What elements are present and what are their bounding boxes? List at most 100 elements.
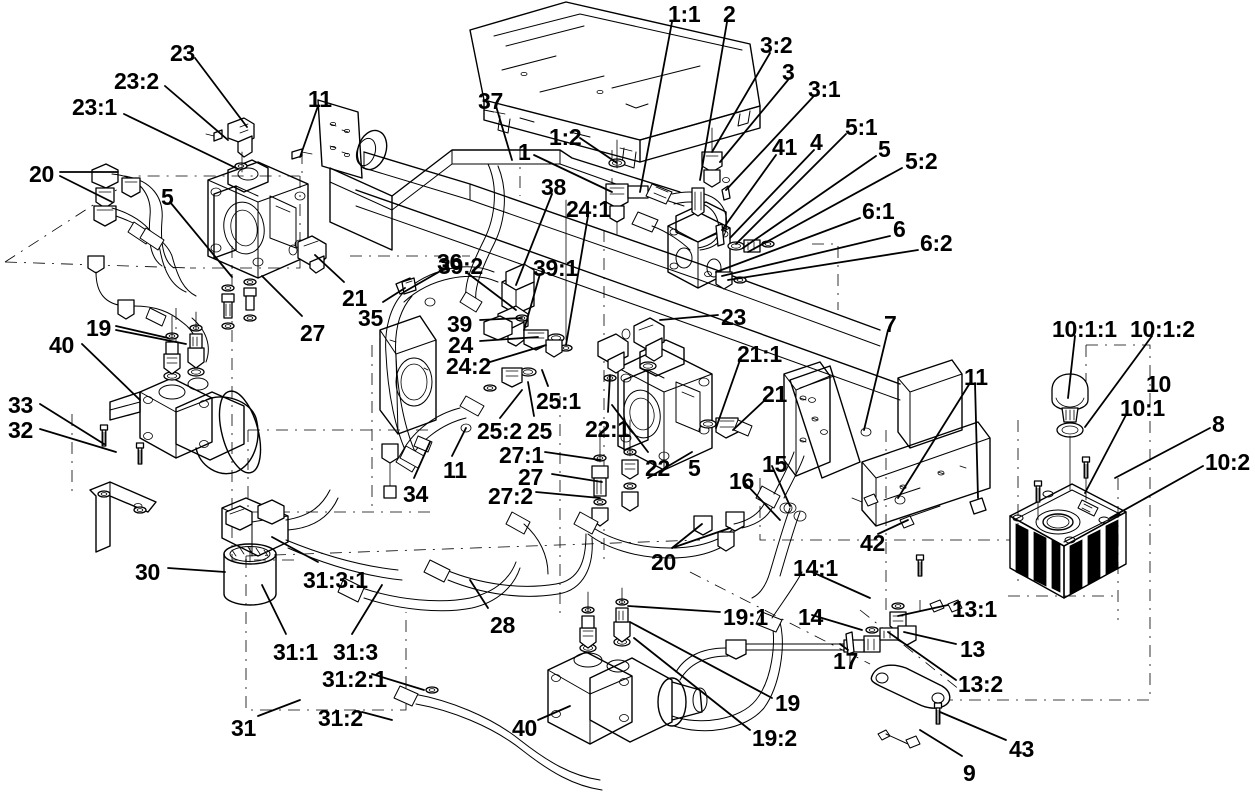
leader-line — [1067, 335, 1076, 399]
callout-28: 28 — [490, 612, 515, 638]
leader-line — [413, 441, 431, 479]
leader-line — [721, 154, 777, 231]
callout-23-1: 23:1 — [72, 94, 117, 120]
leader-line — [611, 404, 649, 453]
leader-line — [479, 317, 523, 321]
callout-23-2: 23:2 — [114, 68, 159, 94]
callout-24-1: 24:1 — [566, 196, 611, 222]
leader-line — [715, 217, 861, 273]
assembly-envelope-right — [689, 243, 1151, 701]
callout-39-2: 39:2 — [438, 253, 483, 279]
fitting-group-14 — [675, 626, 881, 681]
callout-43: 43 — [1009, 736, 1034, 762]
callout-22: 22 — [645, 455, 670, 481]
leader-line — [371, 673, 425, 691]
leader-line — [727, 249, 919, 281]
callout-19: 19 — [86, 315, 111, 341]
callout-31-3: 31:3 — [333, 639, 378, 665]
leader-line — [607, 374, 611, 413]
callout-8: 8 — [1212, 411, 1225, 437]
callout-42: 42 — [860, 530, 885, 556]
leader-line — [1084, 414, 1127, 494]
callout-5: 5 — [878, 136, 891, 162]
callout-5-1: 5:1 — [845, 114, 878, 140]
platform-deck — [469, 1, 761, 169]
leader-line — [974, 382, 979, 499]
leader-line — [639, 21, 673, 193]
leader-line — [115, 325, 169, 339]
leader-line — [897, 382, 971, 499]
hydraulic-motor-40-bottom — [547, 571, 803, 745]
callout-11: 11 — [308, 86, 332, 112]
callout-23: 23 — [170, 40, 195, 66]
leader-line — [59, 175, 113, 203]
leader-line — [499, 389, 523, 419]
callout-25-1: 25:1 — [536, 388, 581, 414]
hose-15-16 — [751, 502, 801, 599]
leader-line — [351, 584, 383, 635]
leader-line — [1084, 335, 1153, 428]
callout-38: 38 — [541, 174, 566, 200]
leader-line — [877, 519, 909, 535]
fitting-group-3 — [701, 127, 731, 201]
hydraulic-motor-40-left — [109, 377, 262, 475]
leader-line — [164, 85, 229, 141]
callout-20: 20 — [29, 161, 54, 187]
callout-33: 33 — [8, 392, 33, 418]
leader-line — [699, 21, 728, 181]
callout-10-2: 10:2 — [1205, 449, 1250, 475]
callout-31-2: 31:2 — [318, 705, 363, 731]
leader-line — [81, 343, 141, 401]
elbow-fitting-21 — [288, 235, 327, 274]
callout-27: 27 — [300, 320, 325, 346]
callout-6-1: 6:1 — [862, 198, 895, 224]
leader-line — [1109, 465, 1204, 519]
callout-10-1-1: 10:1:1 — [1052, 316, 1117, 342]
leader-line — [261, 584, 287, 635]
callout-3-1: 3:1 — [808, 76, 841, 102]
leader-line — [719, 79, 789, 163]
callout-27-1: 27:1 — [499, 442, 544, 468]
leader-line — [729, 149, 815, 239]
callout-40: 40 — [49, 332, 74, 358]
leader-line — [515, 193, 553, 286]
leader-line — [194, 57, 248, 128]
leader-line — [495, 105, 513, 161]
leader-line — [541, 369, 549, 387]
leader-line — [169, 201, 233, 278]
leader-line — [382, 287, 406, 303]
callout-15: 15 — [762, 451, 787, 477]
leader-line — [527, 381, 535, 417]
callout-24-2: 24:2 — [446, 353, 491, 379]
leader-line — [579, 137, 618, 164]
callout-6: 6 — [893, 216, 906, 242]
callout-24: 24 — [448, 332, 473, 358]
callout-37: 37 — [478, 88, 503, 114]
callout-1-2: 1:2 — [549, 124, 582, 150]
bracket-33-with-bolts — [89, 424, 157, 553]
leader-line — [647, 451, 693, 479]
fitting-group-13 — [870, 602, 951, 749]
callout-13: 13 — [960, 636, 985, 662]
callout-14-1: 14:1 — [793, 555, 838, 581]
callout-41: 41 — [772, 134, 797, 160]
callout-22-1: 22:1 — [585, 416, 630, 442]
leader-line — [533, 154, 613, 193]
leader-line — [903, 631, 957, 645]
leader-line — [633, 637, 751, 731]
leader-line — [627, 605, 721, 613]
callout-1-1: 1:1 — [668, 1, 701, 27]
leader-line — [743, 481, 781, 521]
callout-32: 32 — [8, 417, 33, 443]
leader-line — [919, 729, 963, 757]
callout-31-3-1: 31:3:1 — [303, 567, 368, 593]
leader-line — [299, 105, 319, 158]
leader-line — [671, 523, 703, 549]
callout-31-2-1: 31:2:1 — [322, 666, 387, 692]
leader-line — [1114, 427, 1211, 479]
callout-5-2: 5:2 — [905, 148, 938, 174]
leader-line — [537, 705, 571, 721]
hose-31-2 — [393, 685, 603, 791]
callout-34: 34 — [403, 481, 428, 507]
callout-27: 27 — [518, 464, 543, 490]
